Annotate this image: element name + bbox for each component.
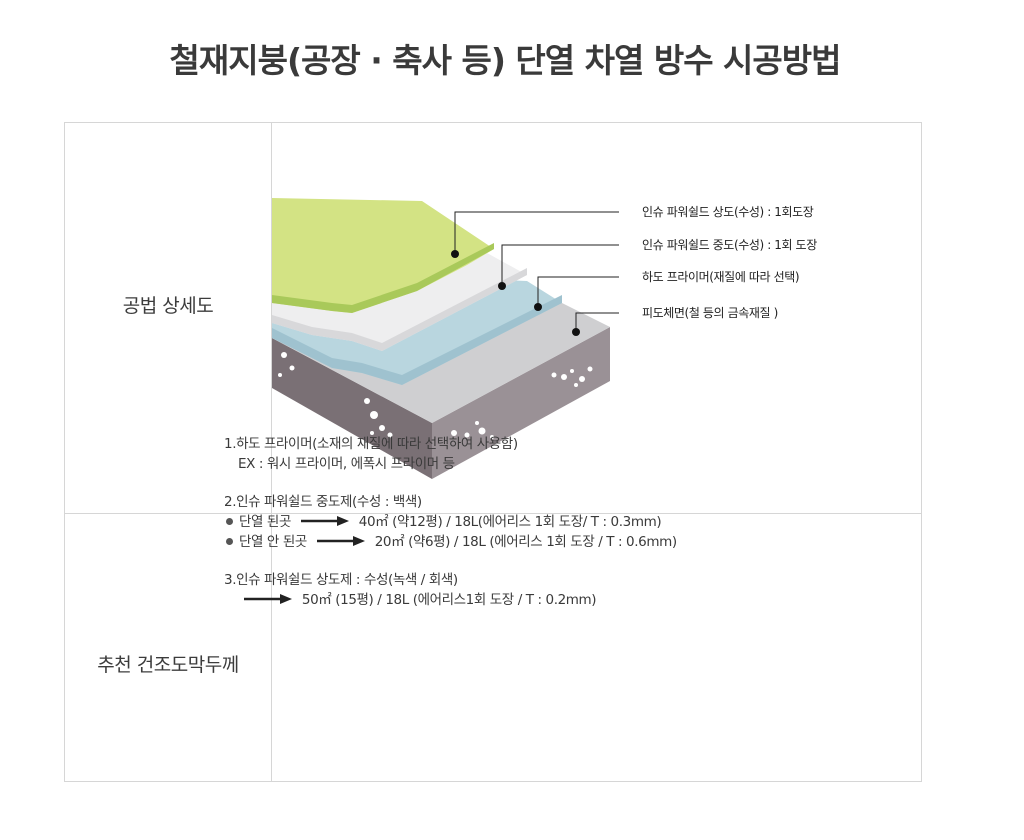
uninsulated-label: 단열 안 된곳 bbox=[239, 534, 307, 550]
column-divider bbox=[271, 123, 272, 781]
legend-top-coat: 인슈 파워쉴드 상도(수성) : 1회도장 bbox=[642, 205, 814, 219]
layer-diagram: 인슈 파워쉴드 상도(수성) : 1회도장 인슈 파워쉴드 중도(수성) : 1… bbox=[272, 123, 922, 513]
page-title: 철재지붕(공장 · 축사 등) 단열 차열 방수 시공방법 bbox=[169, 41, 842, 80]
top-coat-coverage: 50㎡ (15평) / 18L (에어리스1회 도장 / T : 0.2mm) bbox=[301, 592, 597, 608]
insulated-label: 단열 된곳 bbox=[239, 514, 291, 530]
spec-table: 공법 상세도 추천 건조도막두께 bbox=[64, 122, 922, 782]
row-label-detail-drawing: 공법 상세도 bbox=[122, 295, 214, 317]
metal-base-front-face bbox=[272, 338, 432, 479]
top-coat-layer bbox=[272, 198, 494, 313]
primer-layer-edge bbox=[272, 295, 562, 385]
legend-substrate: 피도체면(철 등의 금속재질 ) bbox=[642, 306, 778, 320]
uninsulated-coverage: 20㎡ (약6평) / 18L (에어리스 1회 도장 / T : 0.6mm) bbox=[374, 534, 677, 550]
row-divider bbox=[65, 513, 921, 514]
leader-dots bbox=[451, 250, 580, 336]
arrow-right-icon bbox=[244, 594, 292, 604]
legend-middle-coat: 인슈 파워쉴드 중도(수성) : 1회 도장 bbox=[642, 238, 817, 252]
top-coat-coverage-line: 50㎡ (15평) / 18L (에어리스1회 도장 / T : 0.2mm) bbox=[224, 590, 844, 610]
film-thickness-instructions: 1.하도 프라이머(소재의 재질에 따라 선택하여 사용함) EX : 워시 프… bbox=[224, 434, 844, 610]
metal-particles bbox=[278, 352, 593, 439]
primer-step-title: 1.하도 프라이머(소재의 재질에 따라 선택하여 사용함) bbox=[224, 436, 518, 452]
middle-coat-uninsulated-line: 단열 안 된곳 20㎡ (약6평) / 18L (에어리스 1회 도장 / T … bbox=[224, 532, 844, 552]
top-coat-step-title: 3.인슈 파워쉴드 상도제 : 수성(녹색 / 회색) bbox=[224, 572, 458, 588]
primer-step-example: EX : 워시 프라이머, 에폭시 프라이머 등 bbox=[238, 456, 455, 472]
middle-coat-edge bbox=[272, 268, 527, 351]
legend-primer: 하도 프라이머(재질에 따라 선택) bbox=[642, 270, 800, 284]
layer-diagram-illustration bbox=[272, 198, 619, 479]
middle-coat-insulated-line: 단열 된곳 40㎡ (약12평) / 18L(에어리스 1회 도장/ T : 0… bbox=[224, 512, 844, 532]
leader-lines bbox=[454, 211, 619, 329]
top-coat-edge bbox=[272, 243, 494, 313]
bullet-icon bbox=[226, 518, 233, 525]
row-label-film-thickness: 추천 건조도막두께 bbox=[97, 654, 239, 676]
middle-coat-step-title: 2.인슈 파워쉴드 중도제(수성 : 백색) bbox=[224, 494, 422, 510]
insulated-coverage: 40㎡ (약12평) / 18L(에어리스 1회 도장/ T : 0.3mm) bbox=[358, 514, 662, 530]
arrow-right-icon bbox=[316, 536, 365, 546]
bullet-icon bbox=[226, 538, 233, 545]
arrow-right-icon bbox=[300, 516, 349, 526]
metal-base-side-face bbox=[432, 327, 610, 479]
